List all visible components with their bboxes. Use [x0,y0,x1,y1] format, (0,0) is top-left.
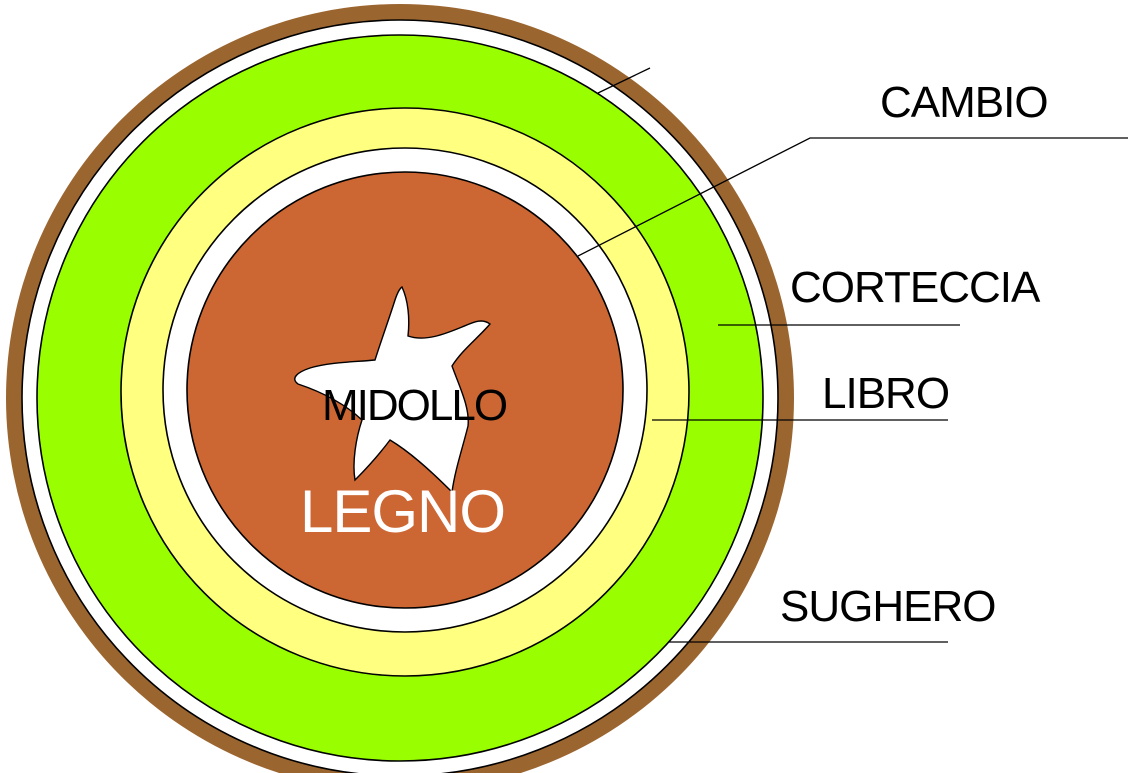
legno-label: LEGNO [300,478,505,545]
midollo-label: MIDOLLO [322,381,507,430]
sughero-top-leader [597,67,651,94]
midollo-shape [294,285,492,494]
corteccia-label: CORTECCIA [790,263,1041,312]
sughero-label: SUGHERO [780,582,995,631]
cambio-label: CAMBIO [880,78,1048,127]
libro-label: LIBRO [822,369,949,418]
cambio-leader [577,137,1128,257]
